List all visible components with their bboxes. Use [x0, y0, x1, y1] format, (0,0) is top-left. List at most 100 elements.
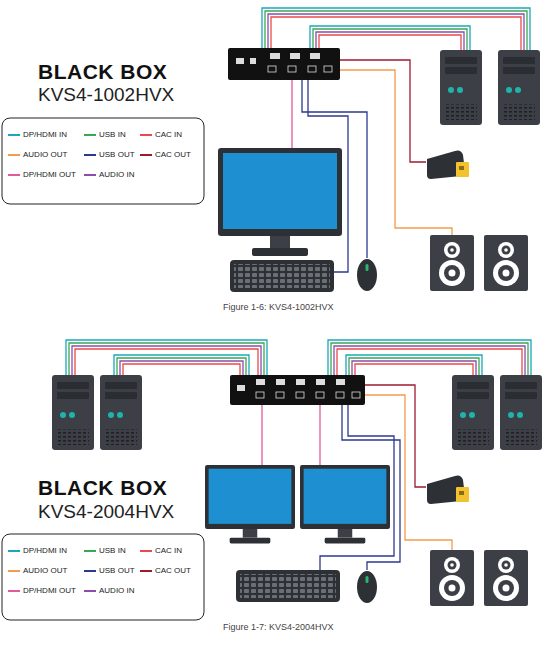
wire [123, 364, 240, 375]
wire [349, 358, 479, 375]
monitor [218, 148, 342, 256]
figure-caption: Figure 1-6: KVS4-1002HVX [223, 302, 334, 313]
speaker [484, 235, 528, 291]
port [256, 392, 264, 398]
port [296, 392, 304, 398]
legend-text: CAC IN [155, 130, 182, 140]
wire [346, 355, 482, 375]
kvm-body [228, 48, 340, 80]
wire [340, 70, 452, 235]
wire [313, 29, 467, 50]
brand-logo: BLACK BOX [38, 60, 167, 84]
port [316, 379, 325, 385]
legend-swatch [140, 550, 152, 552]
wire [120, 361, 243, 375]
computer [440, 50, 482, 125]
model-name: KVS4-1002HVX [38, 84, 174, 106]
legend-text: DP/HDMI IN [23, 130, 67, 140]
monitor [300, 465, 390, 543]
computer [52, 375, 94, 450]
port [268, 66, 276, 72]
kvm-body [230, 375, 365, 405]
wire [328, 340, 531, 375]
wire [117, 358, 246, 375]
legend-text: AUDIO IN [99, 170, 135, 180]
port [336, 392, 344, 398]
port [237, 385, 245, 391]
legend-text: USB OUT [99, 566, 135, 576]
model-name: KVS4-2004HVX [38, 501, 174, 523]
legend-swatch [8, 154, 20, 156]
wire [262, 8, 530, 50]
port [236, 58, 244, 64]
port [316, 392, 324, 398]
keyboard [236, 570, 340, 602]
wire [352, 361, 476, 375]
wire [75, 349, 258, 375]
speaker [484, 550, 528, 606]
wire [316, 32, 464, 50]
port [276, 392, 284, 398]
legend-swatch [84, 174, 96, 176]
legend-swatch [140, 570, 152, 572]
mouse [357, 259, 377, 291]
port [288, 66, 296, 72]
legend-swatch [8, 550, 20, 552]
legend-swatch [8, 174, 20, 176]
port [256, 379, 265, 385]
legend-swatch [8, 570, 20, 572]
wire [271, 17, 521, 50]
port [308, 66, 316, 72]
port [336, 379, 345, 385]
legend-text: DP/HDMI IN [23, 546, 67, 556]
legend-swatch [8, 134, 20, 136]
wire [291, 80, 292, 148]
speaker [430, 235, 474, 291]
computer [500, 375, 542, 450]
legend-text: DP/HDMI OUT [23, 170, 76, 180]
wire [265, 11, 527, 50]
legend-text: USB OUT [99, 150, 135, 160]
legend-text: USB IN [99, 130, 126, 140]
port [324, 66, 332, 72]
legend-text: CAC IN [155, 546, 182, 556]
legend-swatch [84, 550, 96, 552]
speaker [430, 550, 474, 606]
legend-swatch [84, 570, 96, 572]
wire [261, 405, 262, 465]
computer [498, 50, 540, 125]
legend-swatch [8, 590, 20, 592]
wire [268, 14, 524, 50]
keyboard [230, 260, 334, 292]
computer [452, 375, 494, 450]
legend-swatch [84, 134, 96, 136]
port [352, 392, 360, 398]
wire [310, 26, 470, 50]
legend-swatch [140, 134, 152, 136]
port [250, 58, 256, 64]
legend-swatch [84, 154, 96, 156]
legend-text: AUDIO IN [99, 586, 135, 596]
legend-text: USB IN [99, 546, 126, 556]
wire-bundle [66, 340, 531, 570]
figure-caption: Figure 1-7: KVS4-2004HVX [223, 622, 334, 633]
port [276, 379, 285, 385]
port [290, 53, 300, 59]
wire [72, 346, 261, 375]
card-reader [427, 476, 469, 505]
monitor [205, 465, 295, 543]
port [296, 379, 305, 385]
port [270, 53, 280, 59]
wire [331, 343, 528, 375]
legend-frame [2, 534, 204, 620]
wire [114, 355, 249, 375]
wire [319, 405, 320, 465]
legend-text: CAC OUT [155, 150, 191, 160]
legend-text: CAC OUT [155, 566, 191, 576]
wire [340, 60, 426, 162]
port [310, 53, 320, 59]
legend-text: DP/HDMI OUT [23, 586, 76, 596]
kvm-switch [228, 48, 340, 80]
legend-swatch [140, 154, 152, 156]
